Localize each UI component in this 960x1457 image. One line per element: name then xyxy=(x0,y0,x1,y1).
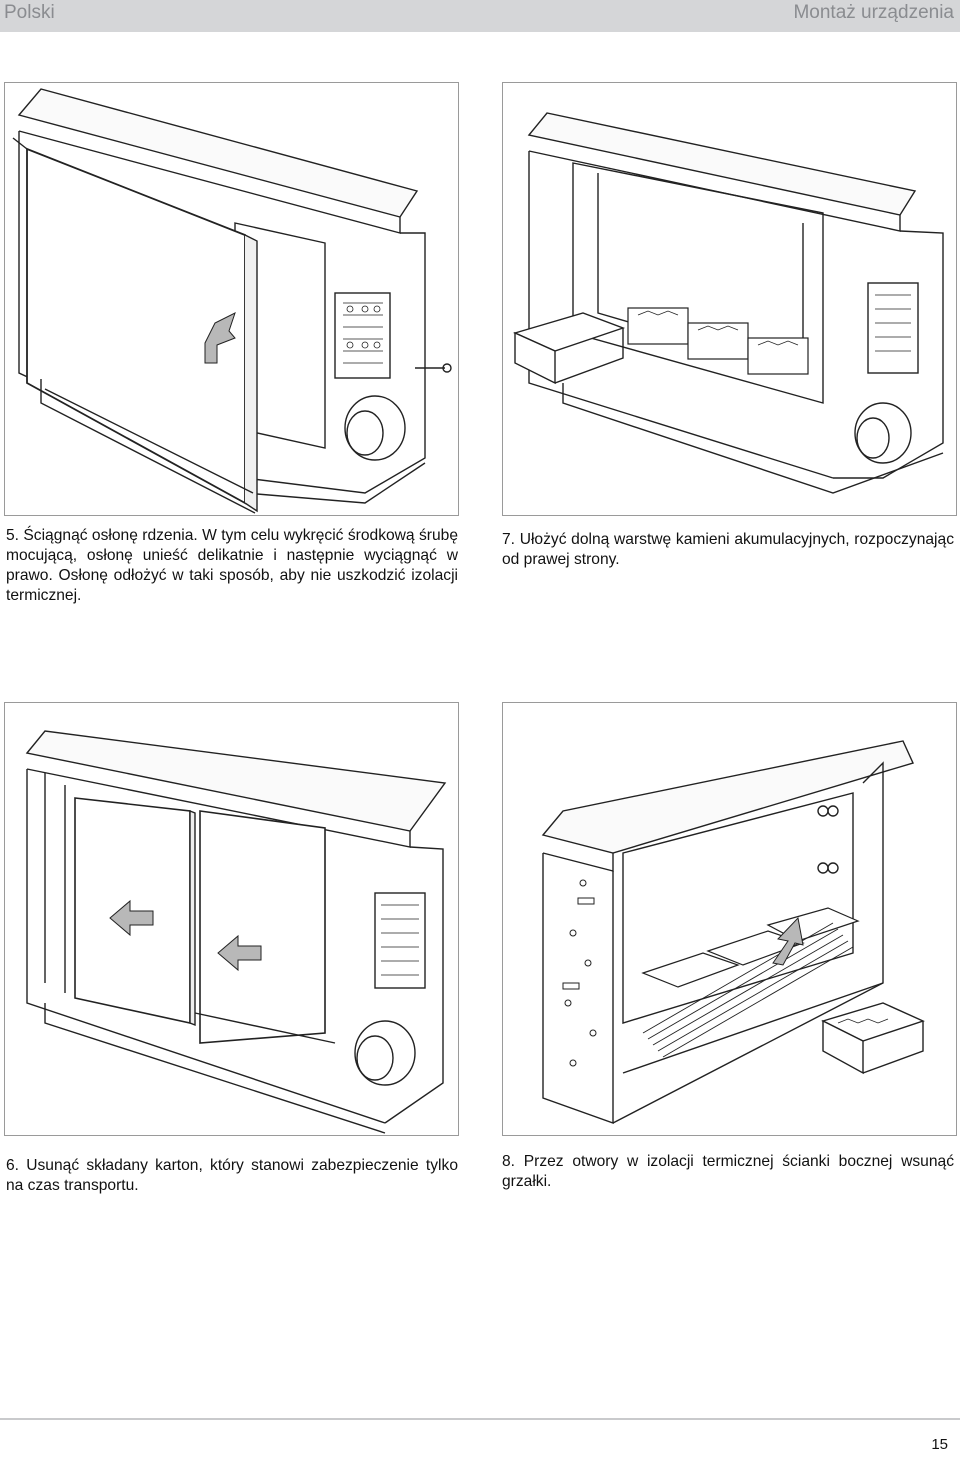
transport-carton-removal-illustration xyxy=(25,730,447,1134)
caption-step-8: 8. Przez otwory w izolacji termicznej śc… xyxy=(502,1153,954,1190)
caption-step-5: 5. Ściągnąć osłonę rdzenia. W tym celu w… xyxy=(6,527,458,604)
header-language: Polski xyxy=(4,2,55,23)
storage-bricks-bottom-layer-illustration xyxy=(512,112,944,494)
heating-elements-insertion-illustration xyxy=(541,740,925,1124)
figure-step-5 xyxy=(4,82,459,516)
figure-step-7 xyxy=(502,82,957,516)
page-number: 15 xyxy=(931,1436,948,1453)
heater-cover-removal-illustration xyxy=(12,88,452,514)
caption-step-7: 7. Ułożyć dolną warstwę kamieni akumulac… xyxy=(502,531,954,568)
footer-divider xyxy=(0,1418,960,1420)
page-header: Polski Montaż urządzenia xyxy=(0,0,960,32)
figure-step-6 xyxy=(4,702,459,1136)
figure-step-8 xyxy=(502,702,957,1136)
caption-step-6: 6. Usunąć składany karton, który stanowi… xyxy=(6,1157,458,1194)
header-section-title: Montaż urządzenia xyxy=(793,2,954,23)
